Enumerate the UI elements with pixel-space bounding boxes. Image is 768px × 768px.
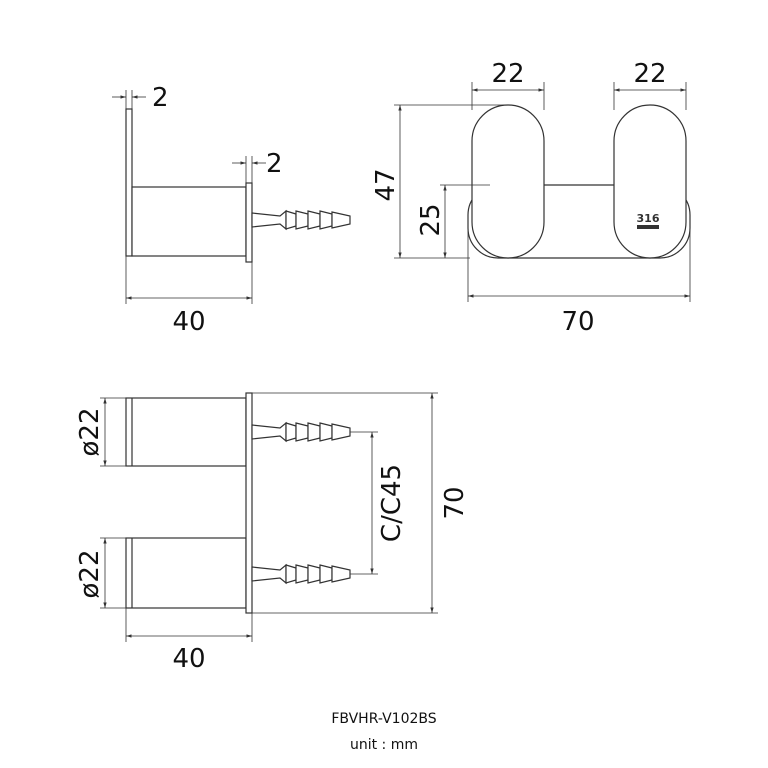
top-view: ø22 ø22 C/C45 70 40 bbox=[75, 392, 470, 674]
hook-body bbox=[131, 186, 247, 257]
dim-diameter-bottom: ø22 bbox=[75, 550, 105, 599]
unit-label: unit : mm bbox=[350, 737, 418, 753]
dim-width: 70 bbox=[561, 307, 594, 337]
wall-plate bbox=[125, 108, 133, 257]
hook-right bbox=[613, 104, 687, 259]
front-view: 316 22 22 47 25 70 bbox=[371, 59, 691, 337]
side-view: 2 2 40 bbox=[112, 83, 351, 337]
model-number: FBVHR-V102BS bbox=[331, 711, 436, 727]
dim-hook-width-right: 22 bbox=[633, 59, 666, 89]
cylinder-top bbox=[125, 397, 247, 467]
dim-total-height: 70 bbox=[440, 486, 470, 519]
cylinder-bottom bbox=[125, 537, 247, 609]
dim-diameter-top: ø22 bbox=[75, 408, 105, 457]
dim-depth-bottom: 40 bbox=[172, 644, 205, 674]
hook-left bbox=[471, 104, 545, 259]
dim-plate-thickness: 2 bbox=[152, 83, 169, 113]
dim-depth: 40 bbox=[172, 307, 205, 337]
hose-barb-top bbox=[251, 422, 351, 442]
flange-plate bbox=[245, 392, 253, 614]
dim-flange-thickness: 2 bbox=[266, 149, 283, 179]
dim-center-distance: C/C45 bbox=[377, 464, 407, 542]
flange bbox=[245, 182, 253, 263]
material-logo: 316 bbox=[637, 212, 660, 225]
dim-height: 47 bbox=[371, 168, 401, 201]
dim-plate-height: 25 bbox=[416, 203, 446, 236]
hose-barb-bottom bbox=[251, 564, 351, 584]
hose-barb bbox=[251, 210, 351, 230]
dim-hook-width-left: 22 bbox=[491, 59, 524, 89]
